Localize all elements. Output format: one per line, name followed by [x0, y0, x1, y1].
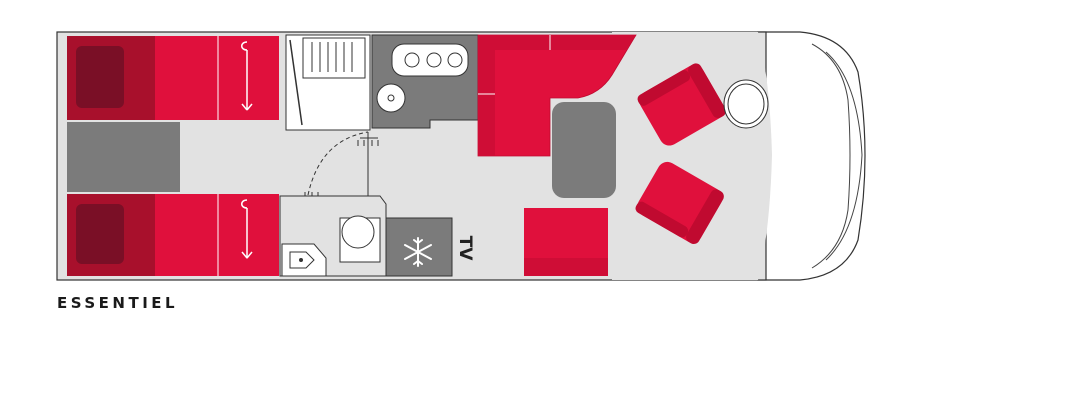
cab-dashboard: [811, 43, 851, 269]
seat-backrest: [688, 63, 726, 119]
tv-label: TV: [455, 236, 475, 262]
dinette-bench-l: [477, 34, 637, 157]
model-name: ESSENTIEL: [57, 294, 179, 312]
cab-windshield: [825, 51, 863, 261]
shower-tray: [302, 37, 366, 79]
sink-drain: [299, 258, 303, 262]
toilet-bowl: [341, 215, 375, 249]
shower-door: [289, 39, 303, 126]
burner: [426, 52, 442, 68]
burner: [404, 52, 420, 68]
seat-armrest: [635, 201, 689, 238]
bench-backrest: [478, 35, 636, 156]
bed-pillow: [76, 46, 124, 108]
shower-grate: [311, 42, 353, 72]
washbasin-drain: [387, 94, 395, 102]
cab-outline: [757, 31, 866, 281]
shower: [285, 34, 371, 131]
clothes-hanger-icon: [241, 41, 253, 111]
driver-seat: [637, 63, 726, 146]
steering-wheel: [723, 79, 769, 129]
bench-backrest: [524, 258, 608, 276]
door-swing: [307, 131, 369, 196]
seat-backrest: [686, 189, 724, 245]
snowflake-icon: [404, 237, 432, 267]
seat-armrest: [637, 70, 691, 106]
bed-aisle-step: [67, 122, 180, 192]
washbasin-unit: [371, 34, 479, 129]
dinette-bench-front: [524, 208, 608, 276]
burner: [447, 52, 463, 68]
bench-seat: [477, 34, 637, 157]
bathroom-door: [304, 131, 379, 201]
dinette-table: [552, 102, 616, 198]
passenger-seat: [635, 161, 724, 245]
bed-pillow: [76, 204, 124, 264]
door-handle: [304, 192, 321, 201]
toilet-room: [279, 195, 387, 277]
clothes-hanger-icon: [241, 199, 253, 259]
door-handle: [357, 137, 379, 146]
